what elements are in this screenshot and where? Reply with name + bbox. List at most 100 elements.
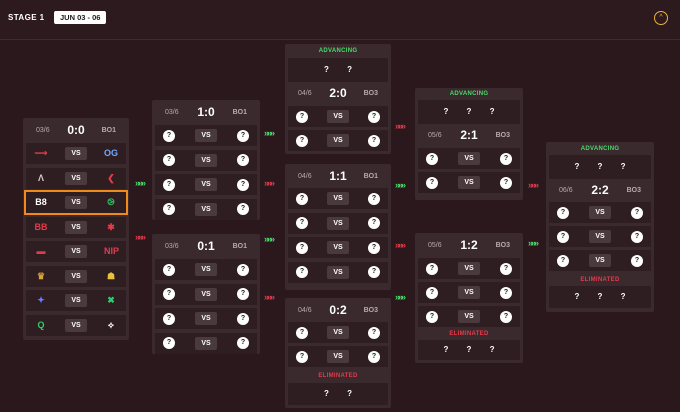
- best-of-format: BO3: [626, 187, 641, 194]
- match-row[interactable]: ?VS?: [549, 226, 651, 247]
- match-row[interactable]: ?VS?: [155, 259, 257, 280]
- match-row[interactable]: ? VS?: [155, 125, 257, 146]
- vs-badge: VS: [195, 153, 217, 167]
- best-of-format: BO3: [363, 307, 378, 314]
- team-logo-left: ▬: [36, 246, 46, 256]
- match-row[interactable]: ?VS?: [418, 282, 520, 303]
- match-row[interactable]: ?VS?: [418, 172, 520, 193]
- tbd-team-right: ?: [237, 154, 249, 166]
- match-row[interactable]: ?VS?: [288, 188, 388, 209]
- match-row[interactable]: ♛VS☗: [26, 265, 126, 287]
- tbd-team-right: ?: [500, 152, 512, 165]
- match-row[interactable]: ?VS?: [549, 202, 651, 223]
- best-of-format: BO3: [495, 132, 510, 139]
- tbd-team-right: ?: [368, 266, 380, 278]
- match-date: 03/6: [36, 127, 50, 134]
- group-record: 1:2: [460, 238, 478, 252]
- match-row[interactable]: ?VS?: [549, 250, 651, 271]
- match-row[interactable]: ?VS?: [418, 306, 520, 327]
- team-logo-left: B8: [35, 197, 47, 207]
- arrow-drop-icon: »»»: [528, 180, 539, 190]
- match-row[interactable]: ?VS?: [155, 283, 257, 305]
- vs-badge: VS: [65, 269, 87, 283]
- vs-badge: VS: [327, 192, 349, 205]
- vs-badge: VS: [195, 178, 217, 191]
- match-row[interactable]: ?VS?: [155, 174, 257, 195]
- vs-badge: VS: [65, 147, 87, 160]
- tbd-teams: ? ? ?: [574, 292, 634, 301]
- match-row[interactable]: ?VS?: [418, 148, 520, 169]
- tbd-team-right: ?: [368, 241, 380, 254]
- tbd-team-left: ?: [426, 310, 438, 323]
- match-row[interactable]: ? VS?: [155, 149, 257, 171]
- match-row[interactable]: ?VS?: [155, 332, 257, 354]
- match-row[interactable]: ?VS?: [288, 237, 388, 258]
- tbd-team-left: ?: [163, 203, 175, 215]
- vs-badge: VS: [327, 350, 349, 363]
- match-row[interactable]: ?VS?: [288, 261, 388, 283]
- tbd-team-right: ?: [500, 286, 512, 299]
- tbd-team-left: ?: [163, 154, 175, 166]
- vs-badge: VS: [195, 263, 217, 276]
- match-row[interactable]: ?VS?: [288, 106, 388, 127]
- team-logo-right: OG: [104, 148, 119, 158]
- eliminated-label: ELIMINATED: [449, 331, 489, 337]
- match-date: 06/6: [559, 187, 573, 194]
- vs-badge: VS: [458, 176, 480, 189]
- group-record: 2:2: [591, 183, 609, 197]
- match-row[interactable]: ?VS?: [155, 198, 257, 220]
- vs-badge: VS: [195, 129, 217, 142]
- match-row[interactable]: ?VS?: [288, 130, 388, 151]
- tbd-team-right: ?: [237, 129, 249, 142]
- vs-badge: VS: [327, 110, 349, 123]
- vs-badge: VS: [458, 286, 480, 299]
- team-logo-left: BB: [34, 221, 48, 232]
- tbd-team-left: ?: [557, 254, 569, 267]
- tbd-teams-box: ? ? ?: [549, 155, 651, 179]
- tbd-team-right: ?: [368, 217, 380, 229]
- arrow-drop-icon: »»»: [135, 232, 146, 242]
- tbd-team-left: ?: [163, 337, 175, 349]
- match-row[interactable]: ?VS?: [418, 258, 520, 279]
- vs-badge: VS: [65, 196, 87, 209]
- vs-badge: VS: [65, 245, 87, 258]
- arrow-drop-icon: »»»: [264, 292, 275, 302]
- team-logo-left: ⟶: [34, 148, 48, 158]
- tbd-teams: ? ? ?: [443, 345, 503, 354]
- collapse-icon[interactable]: ^: [654, 11, 668, 25]
- arrow-advance-icon: »»»: [395, 180, 406, 190]
- match-row[interactable]: ?VS?: [288, 212, 388, 234]
- vs-badge: VS: [589, 230, 611, 243]
- group-record: 1:0: [197, 105, 215, 119]
- stage-title: STAGE 1: [8, 13, 45, 22]
- tbd-team-right: ?: [631, 254, 643, 267]
- tbd-team-left: ?: [296, 192, 308, 205]
- match-row[interactable]: ✦VS✖: [26, 290, 126, 311]
- match-row[interactable]: ?VS?: [288, 322, 388, 343]
- advancing-label: ADVANCING: [318, 48, 358, 54]
- tbd-teams-box: ? ? ?: [549, 286, 651, 308]
- tbd-team-left: ?: [296, 134, 308, 147]
- tbd-teams: ? ? ?: [574, 162, 634, 171]
- team-logo-right: ☗: [106, 270, 116, 281]
- tbd-team-left: ?: [163, 129, 175, 142]
- match-row[interactable]: ⟶ VS OG: [26, 143, 126, 164]
- stage-dates: JUN 03 - 06: [54, 11, 107, 24]
- match-row[interactable]: ?VS?: [288, 346, 388, 367]
- arrow-advance-icon: »»»: [395, 292, 406, 302]
- vs-badge: VS: [195, 202, 217, 216]
- vs-badge: VS: [458, 310, 480, 323]
- tbd-team-left: ?: [296, 217, 308, 229]
- best-of-format: BO3: [363, 90, 378, 97]
- match-row[interactable]: ?VS?: [155, 308, 257, 329]
